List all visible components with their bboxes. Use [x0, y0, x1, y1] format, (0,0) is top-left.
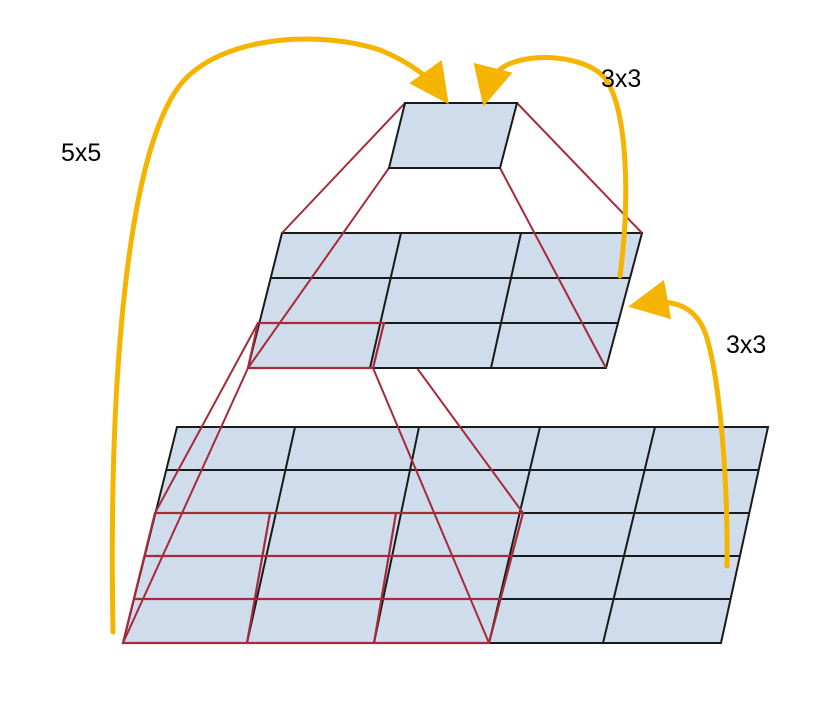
projection-line — [247, 167, 390, 369]
arrow-3x3-top — [473, 55, 629, 279]
middle-layer-plane — [246, 232, 644, 369]
projection-line — [154, 322, 259, 514]
label-3x3-right: 3x3 — [726, 331, 767, 359]
input-layer-plane — [121, 426, 770, 644]
input-region-col — [372, 512, 398, 644]
arrow-3x3-right — [628, 279, 730, 569]
middle-receptive-cell — [246, 321, 386, 370]
input-col-line — [373, 426, 420, 644]
middle-col-line — [369, 232, 402, 369]
projection-line — [499, 167, 607, 369]
projection-line — [372, 367, 490, 644]
projection-line — [281, 102, 406, 234]
input-col-line — [602, 426, 656, 644]
arrows — [109, 36, 730, 635]
input-layer — [121, 426, 770, 645]
output-layer — [387, 102, 519, 169]
projection-line — [516, 102, 643, 234]
projection-line — [122, 367, 249, 644]
middle-col-line — [490, 232, 522, 369]
projection-lines-upper — [247, 102, 643, 369]
output-cell — [387, 102, 519, 169]
label-3x3-top: 3x3 — [601, 65, 642, 93]
input-col-line — [246, 426, 296, 644]
input-region-col — [245, 512, 272, 644]
label-5x5: 5x5 — [61, 139, 102, 167]
middle-layer — [246, 232, 644, 370]
projection-lines-lower — [122, 322, 524, 644]
arrow-5x5 — [109, 36, 449, 635]
